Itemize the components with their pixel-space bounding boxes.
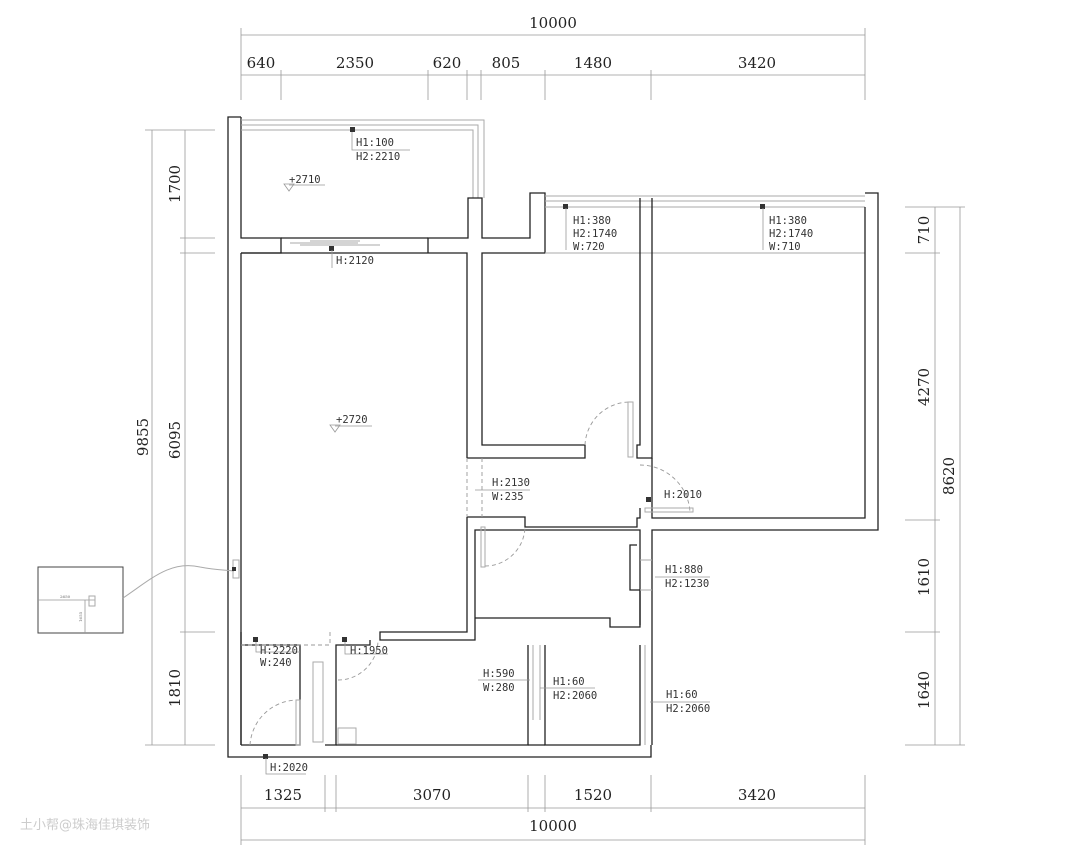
bottom-dimensions: 1325 3070 1520 3420 10000 (240, 775, 866, 845)
label: H1:880 (665, 564, 703, 576)
dim-bottom: 3420 (738, 786, 776, 804)
label: +2720 (336, 414, 368, 426)
right-dimensions: 710 4270 1610 1640 8620 (905, 206, 965, 746)
label: W:720 (573, 241, 605, 253)
label: H2:2060 (666, 703, 710, 715)
dim-top: 620 (433, 54, 462, 72)
label: W:710 (769, 241, 801, 253)
label: H:590 (483, 668, 515, 680)
label: W:235 (492, 491, 524, 503)
label: H1:380 (573, 215, 611, 227)
walls (227, 116, 879, 758)
dim-left: 1700 (166, 165, 184, 203)
dim-top: 640 (247, 54, 276, 72)
dim-bottom: 1520 (574, 786, 612, 804)
label: H1:60 (553, 676, 585, 688)
label: H2:1740 (573, 228, 617, 240)
label: H:2020 (270, 762, 308, 774)
label: H2:1740 (769, 228, 813, 240)
label: H:1950 (350, 645, 388, 657)
dim-right: 1640 (915, 671, 933, 709)
label: H:2130 (492, 477, 530, 489)
dim-top: 2350 (336, 54, 374, 72)
dim-top: 1480 (574, 54, 612, 72)
dim-right: 710 (915, 216, 933, 245)
annotations: H1:100 H2:2210 +2710 +2720 H:2120 H1:380… (253, 127, 813, 775)
label: H1:60 (666, 689, 698, 701)
left-dimensions: 9855 1700 6095 1810 (134, 129, 215, 746)
label: H:2220 (260, 645, 298, 657)
dim-right: 1610 (915, 558, 933, 596)
inset-height: 1655 (78, 611, 83, 622)
label: +2710 (289, 174, 321, 186)
dim-top: 805 (492, 54, 521, 72)
watermark: 土小帮@珠海佳琪装饰 (20, 818, 151, 833)
dim-left: 6095 (166, 421, 184, 459)
dim-top-total: 10000 (529, 14, 577, 32)
dim-left: 1810 (166, 669, 184, 707)
label: H2:2060 (553, 690, 597, 702)
label: H2:1230 (665, 578, 709, 590)
label: H2:2210 (356, 151, 400, 163)
dim-bottom-total: 10000 (529, 817, 577, 835)
dim-bottom: 3070 (413, 786, 451, 804)
label: H1:100 (356, 137, 394, 149)
label: H1:380 (769, 215, 807, 227)
label: H:2120 (336, 255, 374, 267)
label: W:240 (260, 657, 292, 669)
inset-detail: 2650 1655 (37, 559, 240, 634)
top-dimensions: 10000 640 2350 620 805 1480 3420 (240, 14, 866, 100)
dim-top: 3420 (738, 54, 776, 72)
dim-right: 4270 (915, 368, 933, 406)
inset-width: 2650 (60, 594, 71, 599)
label: H:2010 (664, 489, 702, 501)
dim-bottom: 1325 (264, 786, 302, 804)
label: W:280 (483, 682, 515, 694)
dim-right-total: 8620 (940, 457, 958, 495)
dim-left-total: 9855 (134, 418, 152, 456)
